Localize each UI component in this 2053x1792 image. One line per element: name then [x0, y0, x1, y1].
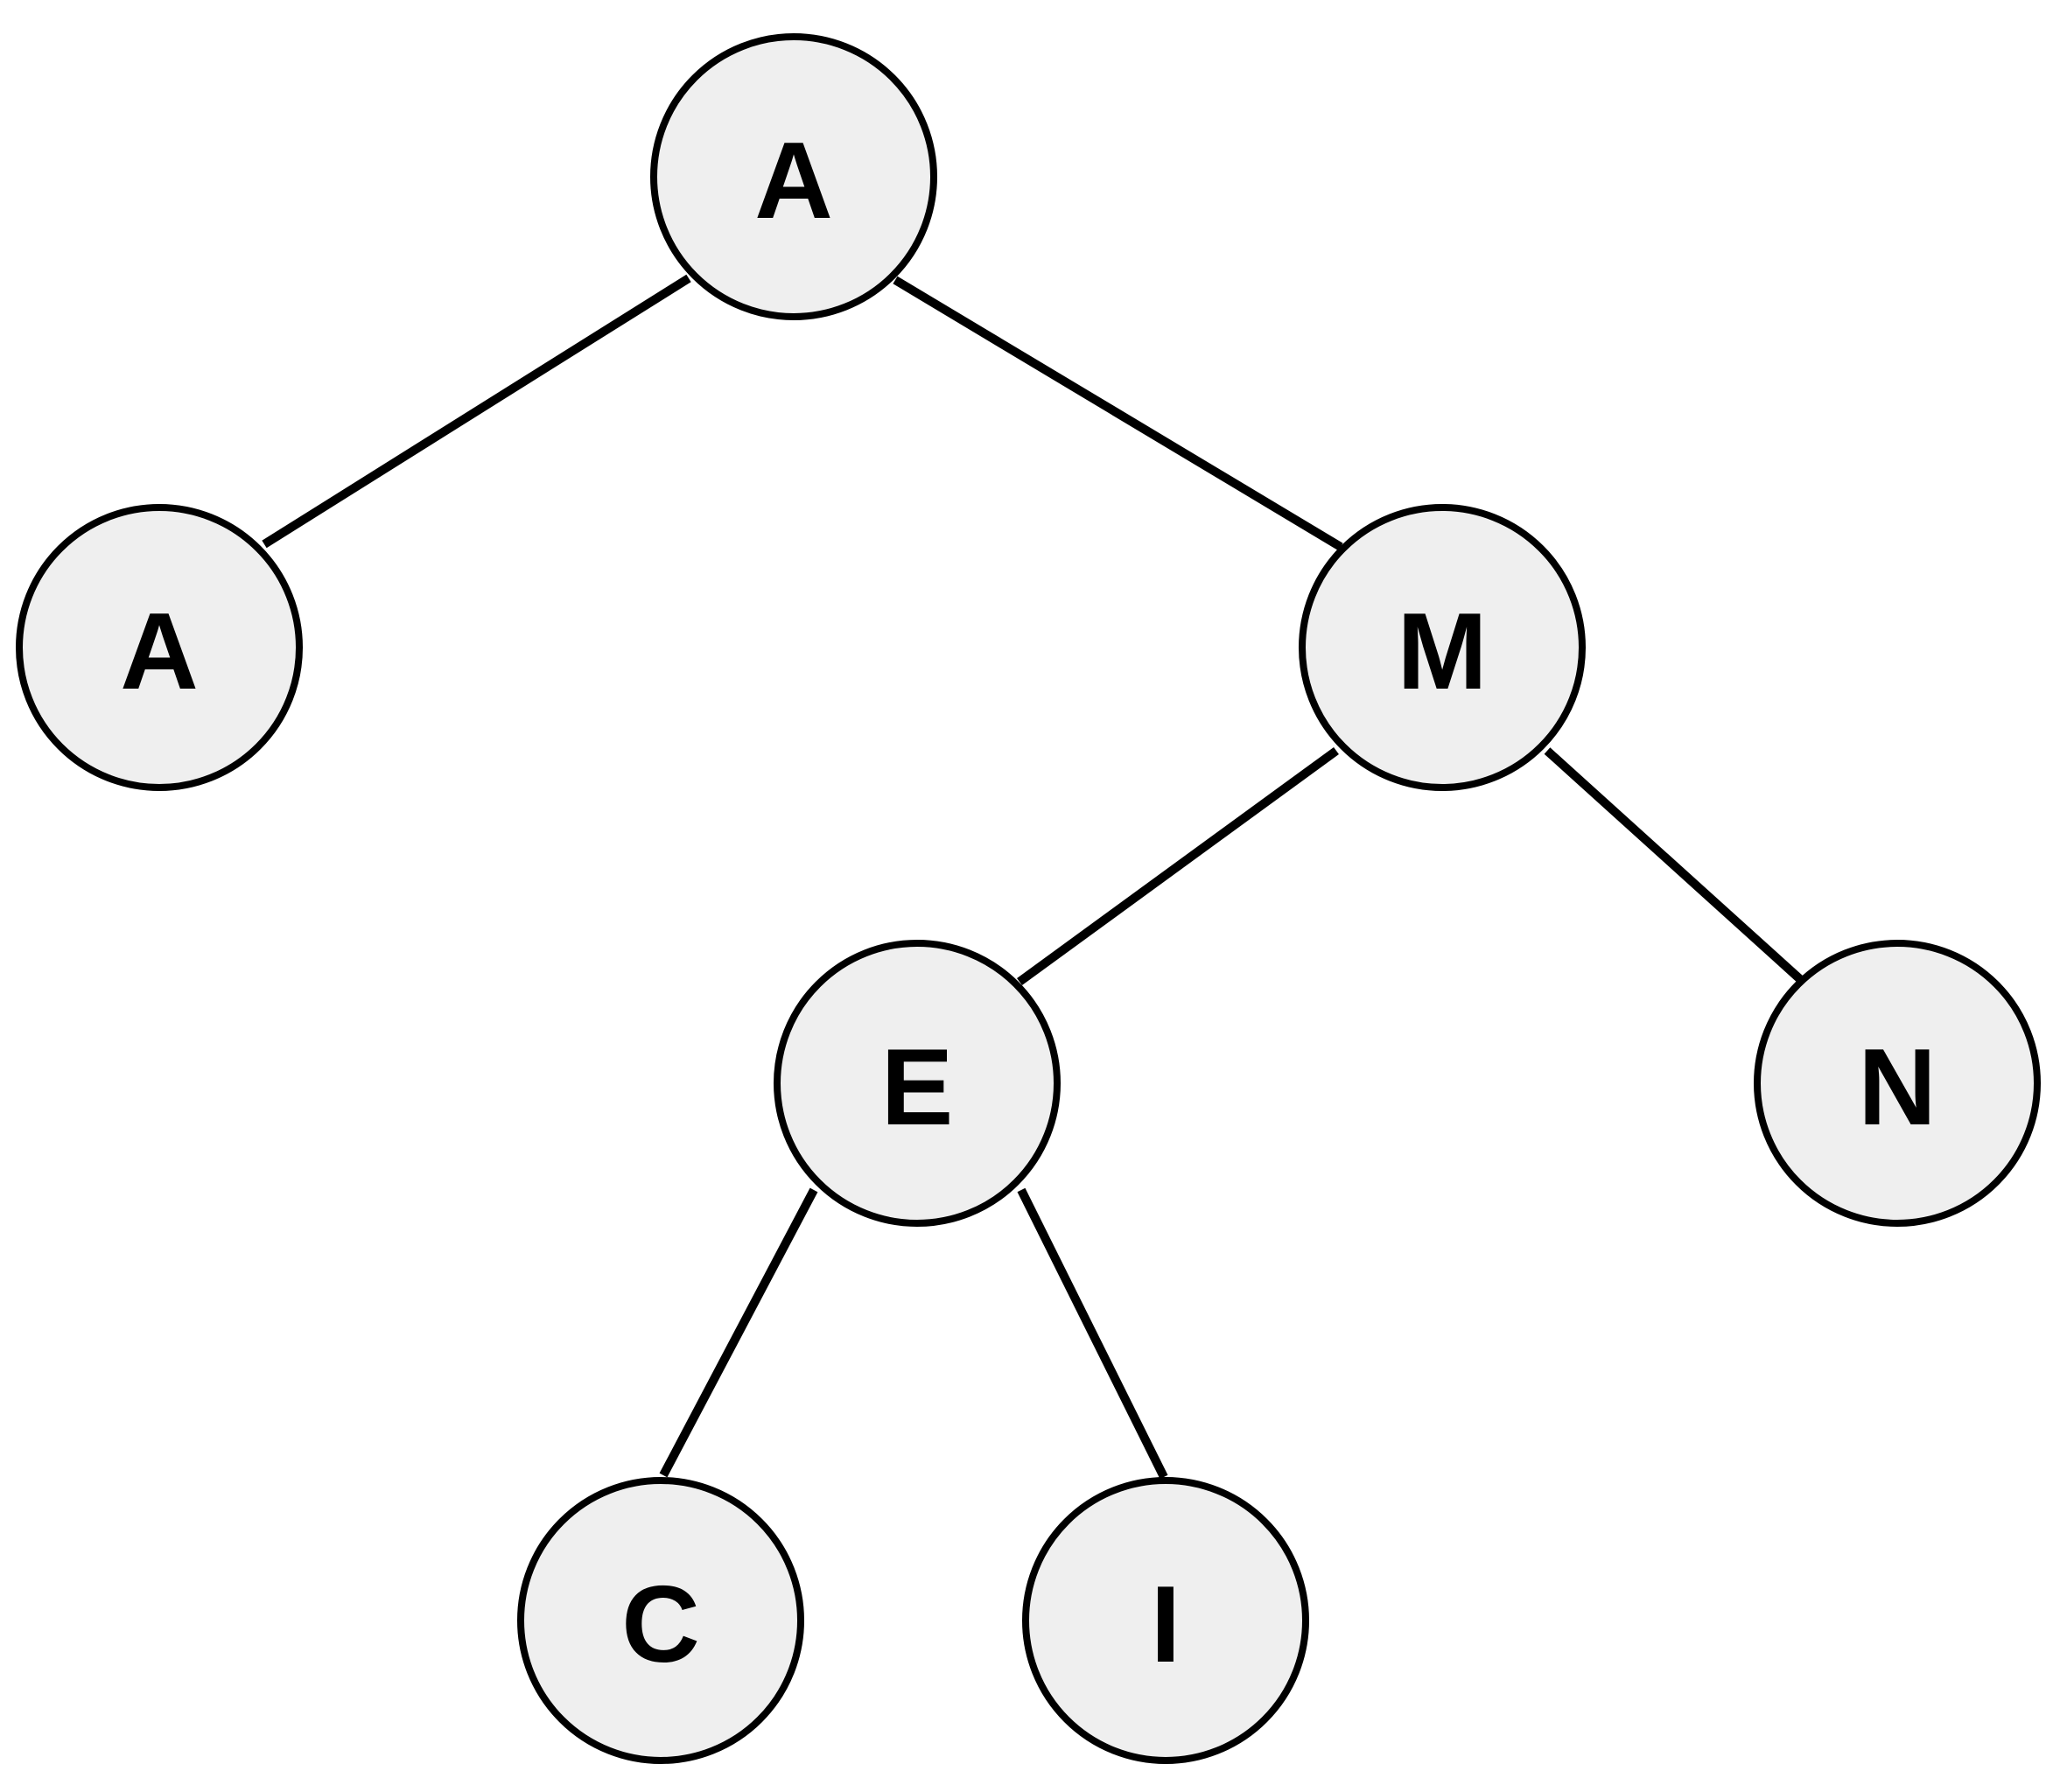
node-label: M [1397, 592, 1487, 712]
node-label: N [1858, 1027, 1937, 1148]
edge-n3-n4 [1017, 746, 1339, 986]
edge-n4-n7 [1017, 1187, 1168, 1480]
node-circle [650, 33, 937, 320]
edges [262, 274, 1804, 1480]
node-label: A [120, 592, 199, 712]
edge-n1-n3 [893, 276, 1343, 551]
edge-n4-n6 [659, 1187, 818, 1478]
tree-node-i: I [1022, 1477, 1309, 1764]
node-label: A [754, 121, 833, 242]
edge-n3-n5 [1544, 747, 1804, 984]
node-label: E [881, 1027, 954, 1148]
tree-node-root: A [650, 33, 937, 320]
edge-n1-n2 [262, 274, 691, 549]
node-circle [517, 1477, 804, 1764]
tree-node-m: M [1299, 504, 1586, 791]
node-label: I [1151, 1564, 1181, 1685]
tree-node-c: C [517, 1477, 804, 1764]
node-label: C [621, 1564, 700, 1685]
tree-node-e: E [774, 940, 1061, 1227]
node-circle [1022, 1477, 1309, 1764]
tree-node-left: A [16, 504, 303, 791]
node-circle [16, 504, 303, 791]
node-circle [774, 940, 1061, 1227]
node-circle [1754, 940, 2041, 1227]
tree-node-n: N [1754, 940, 2041, 1227]
node-circle [1299, 504, 1586, 791]
